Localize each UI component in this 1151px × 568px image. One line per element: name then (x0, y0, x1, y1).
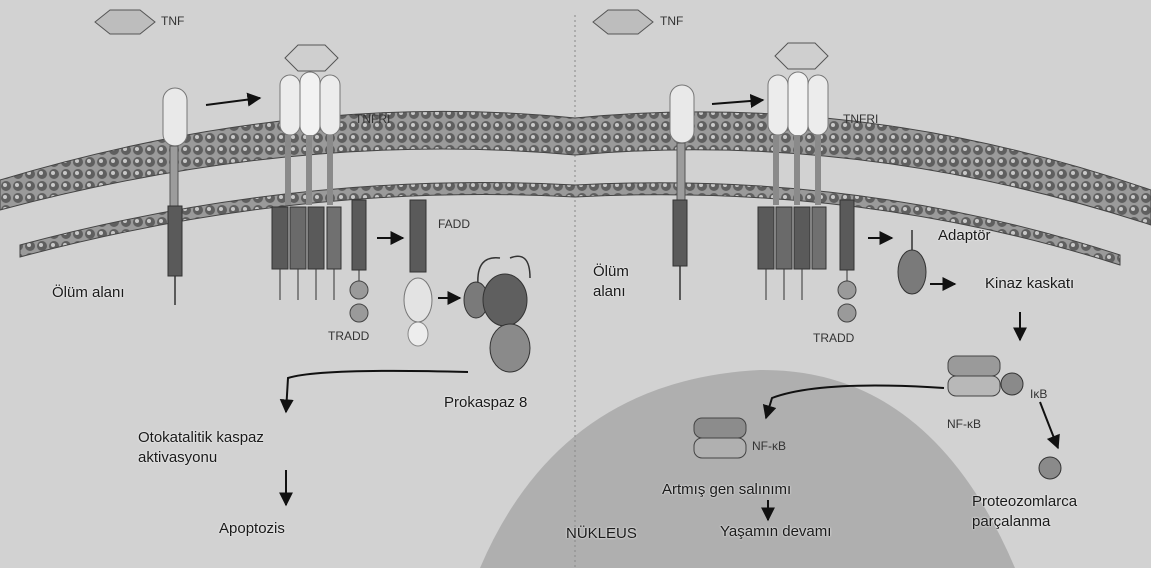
arrow-monomer-to-trimer (206, 98, 260, 105)
death-domain-label-right-line1: Ölüm (593, 264, 629, 280)
tnf-label: TNF (161, 15, 184, 28)
fadd-label: FADD (438, 218, 470, 231)
receptor-monomer-death-domain (168, 206, 182, 276)
tradd-stalk-right (840, 200, 854, 270)
nfkb-nucleus-label: NF-κB (752, 440, 786, 453)
tradd-ball-1-left (350, 281, 368, 299)
nfkb-ikb-complex (948, 356, 1023, 396)
tnf-label-right: TNF (660, 15, 683, 28)
receptor-monomer-death-domain-right (673, 200, 687, 266)
arrow-to-activation (286, 371, 468, 412)
adaptor-blob (898, 250, 926, 294)
nucleus-label: NÜKLEUS (566, 526, 637, 542)
fadd-lower-light (404, 278, 432, 322)
fadd-block (410, 200, 426, 272)
degradation-label-line1: Proteozomlarca (972, 494, 1077, 510)
tnf-hexagon-icon (95, 10, 155, 34)
apoptosis-label: Apoptozis (219, 521, 285, 537)
nfkb-cytoplasm-label: NF-κB (947, 418, 981, 431)
tradd-ball-2-right (838, 304, 856, 322)
tnfri-label-right: TNFRI (843, 113, 878, 126)
death-domain-label: Ölüm alanı (52, 285, 125, 301)
procaspase-label: Prokaspaz 8 (444, 395, 527, 411)
ikb-label: IκB (1030, 388, 1047, 401)
survival-label: Yaşamın devamı (720, 524, 831, 540)
tradd-ball-2-left (350, 304, 368, 322)
gene-release-label: Artmış gen salınımı (662, 482, 791, 498)
tnf-trimer-hexagon-icon (285, 45, 338, 71)
tnfri-label: TNFRI (355, 113, 390, 126)
tnfri-trimer (272, 72, 341, 300)
tnf-trimer-hexagon-icon-right (775, 43, 828, 69)
arrow-ikb-to-degradation (1040, 402, 1058, 448)
activation-label-line2: aktivasyonu (138, 450, 217, 466)
tradd-label-right: TRADD (813, 332, 854, 345)
tradd-label: TRADD (328, 330, 369, 343)
degradation-label-line2: parçalanma (972, 514, 1050, 530)
procaspase-8-complex (464, 256, 530, 372)
adaptor-label: Adaptör (938, 228, 991, 244)
activation-label-line1: Otokatalitik kaspaz (138, 430, 264, 446)
receptor-monomer-stalk (170, 146, 178, 206)
cell-membrane-inner (20, 183, 1120, 266)
degraded-ikb-ball (1039, 457, 1061, 479)
arrow-monomer-to-trimer-right (712, 100, 763, 104)
tradd-ball-1-right (838, 281, 856, 299)
tnf-hexagon-icon-right (593, 10, 653, 34)
kinase-cascade-label: Kinaz kaskatı (985, 276, 1074, 292)
tnfri-trimer-right (758, 72, 828, 300)
receptor-monomer (163, 88, 187, 146)
death-domain-label-right-line2: alanı (593, 284, 626, 300)
tradd-stalk-left (352, 200, 366, 270)
nfkb-nuclear-complex (694, 418, 746, 458)
receptor-monomer-right (670, 85, 694, 143)
